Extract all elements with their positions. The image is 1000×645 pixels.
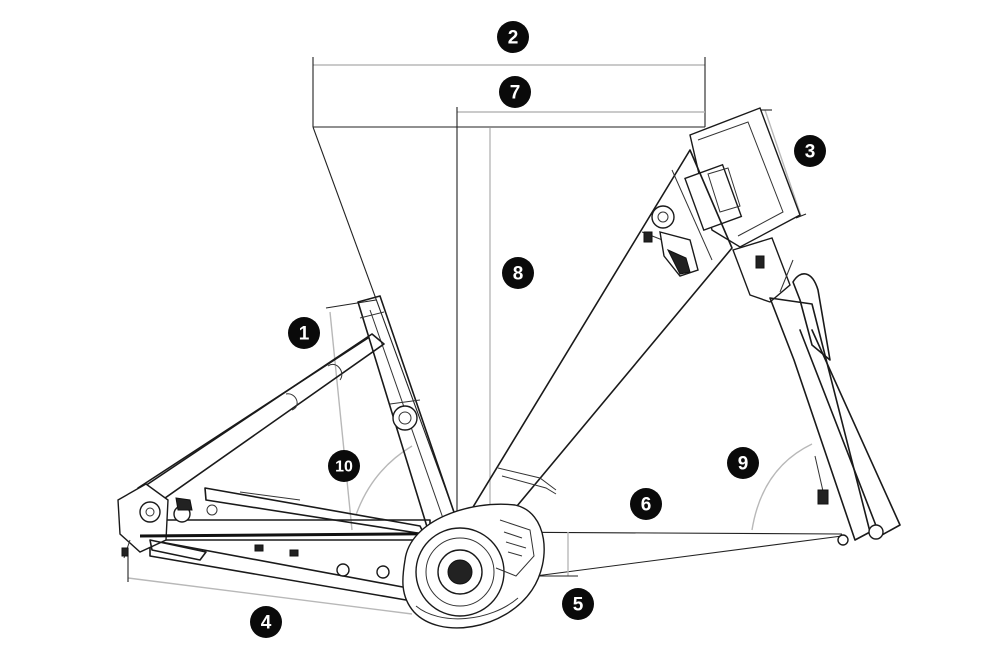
marker-4-label: 4 (261, 613, 272, 634)
marker-3-label: 3 (805, 142, 816, 163)
marker-1-label: 1 (299, 324, 310, 345)
marker-7: 7 (499, 76, 531, 108)
down-tube (469, 149, 733, 513)
marker-8: 8 (502, 257, 534, 289)
marker-2: 2 (497, 21, 529, 53)
marker-5: 5 (562, 588, 594, 620)
seat-tube (357, 295, 459, 531)
marker-7-label: 7 (510, 83, 521, 104)
marker-9: 9 (727, 447, 759, 479)
marker-4: 4 (250, 606, 282, 638)
mid-drive-motor (402, 503, 545, 629)
seat-stays (129, 333, 385, 511)
marker-6-label: 6 (641, 495, 652, 516)
marker-8-label: 8 (513, 264, 524, 285)
marker-10-label: 10 (335, 459, 353, 476)
marker-6: 6 (630, 488, 662, 520)
fork (732, 237, 901, 546)
head-tube (684, 107, 801, 248)
marker-9-label: 9 (738, 454, 749, 475)
dimension-lines (127, 57, 843, 615)
marker-2-label: 2 (508, 28, 519, 49)
marker-5-label: 5 (573, 595, 584, 616)
marker-10: 10 (328, 450, 360, 482)
marker-1: 1 (288, 317, 320, 349)
marker-3: 3 (794, 135, 826, 167)
